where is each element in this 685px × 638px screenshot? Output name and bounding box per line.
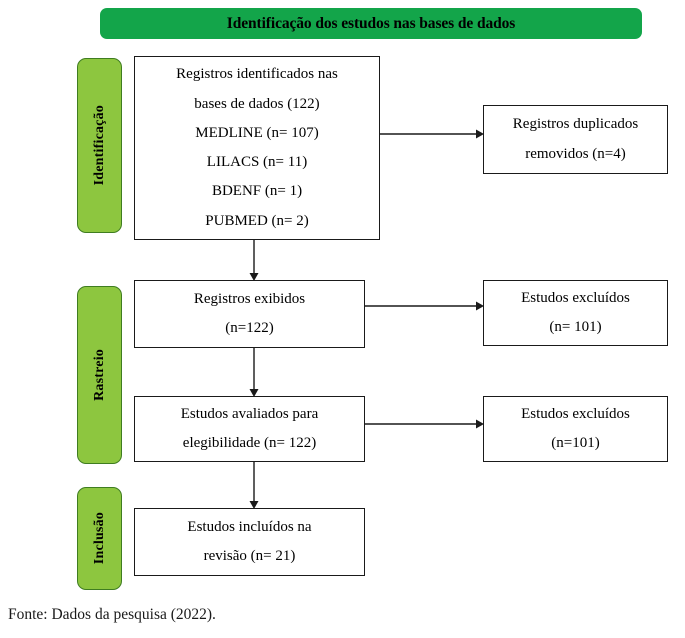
stage-tab-identificacao: Identificação	[77, 58, 122, 233]
stage-tab-label: Rastreio	[91, 349, 107, 401]
arrow-right-to-excluded-2-icon	[365, 418, 486, 430]
box-line: (n=122)	[225, 320, 274, 336]
box-line: Estudos excluídos	[521, 289, 630, 306]
source-caption: Fonte: Dados da pesquisa (2022).	[8, 606, 216, 623]
box-line: revisão (n= 21)	[203, 548, 296, 564]
box-studies-included: Estudos incluídos na revisão (n= 21)	[134, 508, 365, 576]
diagram-header-banner: Identificação dos estudos nas bases de d…	[100, 8, 642, 39]
arrow-right-to-duplicates-icon	[380, 128, 486, 140]
stage-tab-rastreio: Rastreio	[77, 286, 122, 464]
arrow-right-to-excluded-1-icon	[365, 300, 486, 312]
arrow-down-to-eligibility-icon	[248, 348, 260, 398]
stage-tab-inclusao: Inclusão	[77, 487, 122, 590]
box-line: Estudos incluídos na	[187, 518, 312, 535]
box-studies-assessed-eligibility: Estudos avaliados para elegibilidade (n=…	[134, 396, 365, 462]
box-line: LILACS (n= 11)	[206, 154, 308, 170]
box-studies-excluded-screening: Estudos excluídos (n= 101)	[483, 280, 668, 346]
box-line: Registros identificados nas	[176, 66, 338, 83]
box-line: removidos (n=4)	[525, 145, 626, 162]
box-records-identified: Registros identificados nas bases de dad…	[134, 56, 380, 240]
box-records-screened: Registros exibidos (n=122)	[134, 280, 365, 348]
box-line: Estudos excluídos	[521, 405, 630, 422]
box-line: BDENF (n= 1)	[211, 183, 303, 200]
arrow-down-to-screened-icon	[248, 240, 260, 282]
box-line: (n= 101)	[549, 319, 602, 335]
diagram-title: Identificação dos estudos nas bases de d…	[226, 14, 516, 32]
box-line: bases de dados (122)	[194, 95, 320, 112]
stage-tab-label: Inclusão	[91, 512, 107, 565]
box-line: Estudos avaliados para	[180, 405, 319, 422]
stage-tab-label: Identificação	[91, 105, 107, 186]
box-line: PUBMED (n= 2)	[205, 212, 309, 229]
box-line: Registros duplicados	[512, 116, 639, 133]
box-line: Registros exibidos	[193, 290, 306, 307]
box-studies-excluded-eligibility: Estudos excluídos (n=101)	[483, 396, 668, 462]
box-line: (n=101)	[551, 435, 600, 451]
box-line: elegibilidade (n= 122)	[182, 435, 317, 451]
box-duplicates-removed: Registros duplicados removidos (n=4)	[483, 105, 668, 174]
arrow-down-to-included-icon	[248, 462, 260, 510]
box-line: MEDLINE (n= 107)	[195, 124, 319, 141]
